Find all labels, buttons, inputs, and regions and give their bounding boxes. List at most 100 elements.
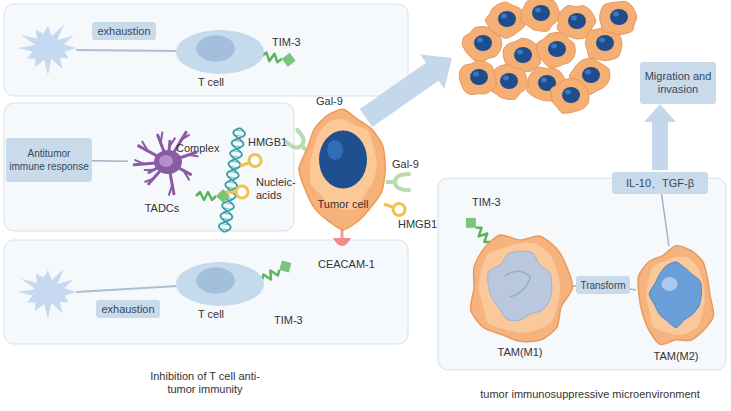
nucleus-highlight bbox=[501, 14, 507, 19]
panel-caption: Inhibition of T cell anti-tumor immunity bbox=[140, 370, 270, 396]
cell-nucleus bbox=[514, 47, 532, 63]
nucleus-highlight bbox=[473, 72, 479, 77]
cell-body bbox=[485, 2, 525, 38]
receptor-head bbox=[276, 257, 295, 276]
nucleus-highlight bbox=[327, 140, 343, 160]
macrophage-cell: TAM(M2) bbox=[636, 246, 716, 346]
tim3-receptor bbox=[196, 189, 230, 203]
flow-arrow bbox=[360, 55, 452, 128]
dendrite-fork bbox=[145, 169, 155, 171]
nucleus-highlight bbox=[517, 50, 523, 55]
nucleus-highlight bbox=[599, 38, 605, 43]
cell-nucleus bbox=[562, 87, 580, 103]
cell-nucleus bbox=[498, 11, 516, 27]
panel-caption: tumor immunosuppressive microenvironment bbox=[460, 388, 720, 401]
connector-line bbox=[630, 288, 636, 290]
cell-label: TADCs bbox=[132, 202, 192, 215]
molecule-label: TIM-3 bbox=[274, 314, 303, 327]
gal9-ligand bbox=[386, 174, 409, 190]
cell-nucleus bbox=[582, 67, 600, 83]
nucleus-highlight bbox=[551, 44, 557, 49]
cell-nucleus bbox=[596, 35, 614, 51]
process-box: IL-10、TGF-β bbox=[612, 172, 708, 194]
dendrite-fork bbox=[169, 138, 175, 146]
nucleus-highlight bbox=[541, 78, 547, 83]
molecule-label: Gal-9 bbox=[392, 158, 419, 171]
molecule-label: TIM-3 bbox=[472, 196, 501, 209]
helix-strand bbox=[219, 128, 245, 232]
cell-body bbox=[471, 235, 573, 342]
connector-line bbox=[92, 160, 128, 162]
dendrite-fork bbox=[181, 135, 190, 140]
cell-nucleus bbox=[319, 131, 367, 189]
ligand-ring bbox=[236, 186, 248, 198]
process-box: Antitumor immune response bbox=[6, 138, 92, 182]
interaction-line bbox=[76, 50, 178, 51]
tim3-receptor bbox=[259, 257, 295, 286]
box-text: Antitumor immune response bbox=[9, 147, 89, 173]
tumor-cell: Tumor cell bbox=[300, 110, 386, 228]
dendrite-fork bbox=[184, 171, 189, 180]
panel-frame bbox=[4, 4, 408, 96]
receptor-head bbox=[461, 213, 481, 233]
cell-nucleus bbox=[649, 262, 701, 328]
box-text: exhaustion bbox=[101, 303, 154, 316]
cell-body bbox=[638, 246, 714, 345]
molecule-label: HMGB1 bbox=[398, 218, 437, 231]
cell-outline bbox=[176, 30, 264, 74]
tumor-cluster-cell bbox=[459, 60, 496, 94]
cell-cytoplasm bbox=[647, 257, 705, 335]
cell-body bbox=[600, 1, 637, 34]
cell-label: Tumor cell bbox=[300, 198, 386, 211]
process-box: Transform bbox=[576, 276, 630, 294]
cell-body bbox=[176, 262, 264, 306]
cell-label: T cell bbox=[176, 76, 246, 89]
tumor-cluster-cell bbox=[551, 79, 589, 114]
panel-frame bbox=[438, 178, 726, 370]
cell-body bbox=[176, 30, 264, 74]
cell-nucleus bbox=[196, 35, 235, 61]
ligand-stem bbox=[240, 163, 249, 166]
cell-body bbox=[537, 33, 576, 68]
cell-label: TAM(M2) bbox=[636, 350, 716, 363]
cell-body bbox=[521, 0, 560, 31]
molecule-label: Nucleic- acids bbox=[256, 176, 302, 202]
cell-outline bbox=[636, 246, 716, 346]
dendrite-fork bbox=[142, 142, 147, 151]
nucleus-highlight bbox=[565, 90, 571, 95]
molecule-label: HMGB1 bbox=[248, 136, 287, 149]
cell-outline bbox=[300, 110, 386, 228]
cell-nucleus bbox=[474, 35, 492, 51]
receptor-stalk bbox=[196, 192, 216, 200]
cell-nucleus bbox=[470, 69, 488, 85]
nucleus-highlight bbox=[477, 38, 483, 43]
molecule-label: Gal-9 bbox=[316, 95, 343, 108]
molecule-label: TIM-3 bbox=[272, 36, 301, 49]
t-cell: T cell bbox=[176, 262, 264, 306]
receptor-stalk bbox=[261, 52, 282, 63]
t-cell: T cell bbox=[176, 30, 264, 74]
dendrite-fork bbox=[145, 178, 154, 182]
dendrite-fork bbox=[188, 155, 198, 157]
box-text: Transform bbox=[580, 279, 625, 292]
molecule-label: CEACAM-1 bbox=[318, 258, 375, 271]
cell-nucleus bbox=[159, 155, 173, 167]
cell-outline bbox=[128, 126, 208, 198]
process-box: exhaustion bbox=[92, 22, 156, 40]
nucleus-highlight bbox=[571, 16, 577, 21]
tim3-receptor bbox=[261, 49, 297, 68]
cell-nucleus bbox=[488, 251, 552, 320]
cell-outline bbox=[176, 262, 264, 306]
dendrite-fork bbox=[169, 185, 172, 194]
dendrite-fork bbox=[135, 160, 144, 164]
receptor-head bbox=[281, 52, 297, 68]
nucleus-highlight bbox=[613, 12, 619, 17]
process-box: Migration and invasion bbox=[640, 62, 716, 104]
nucleic-acid-helix bbox=[219, 128, 245, 232]
cancer-cell-star bbox=[17, 269, 76, 320]
cell-nucleus bbox=[500, 73, 518, 89]
cell-nucleus bbox=[548, 41, 566, 57]
panel-frame bbox=[4, 103, 294, 231]
ligand-ring bbox=[391, 202, 406, 217]
